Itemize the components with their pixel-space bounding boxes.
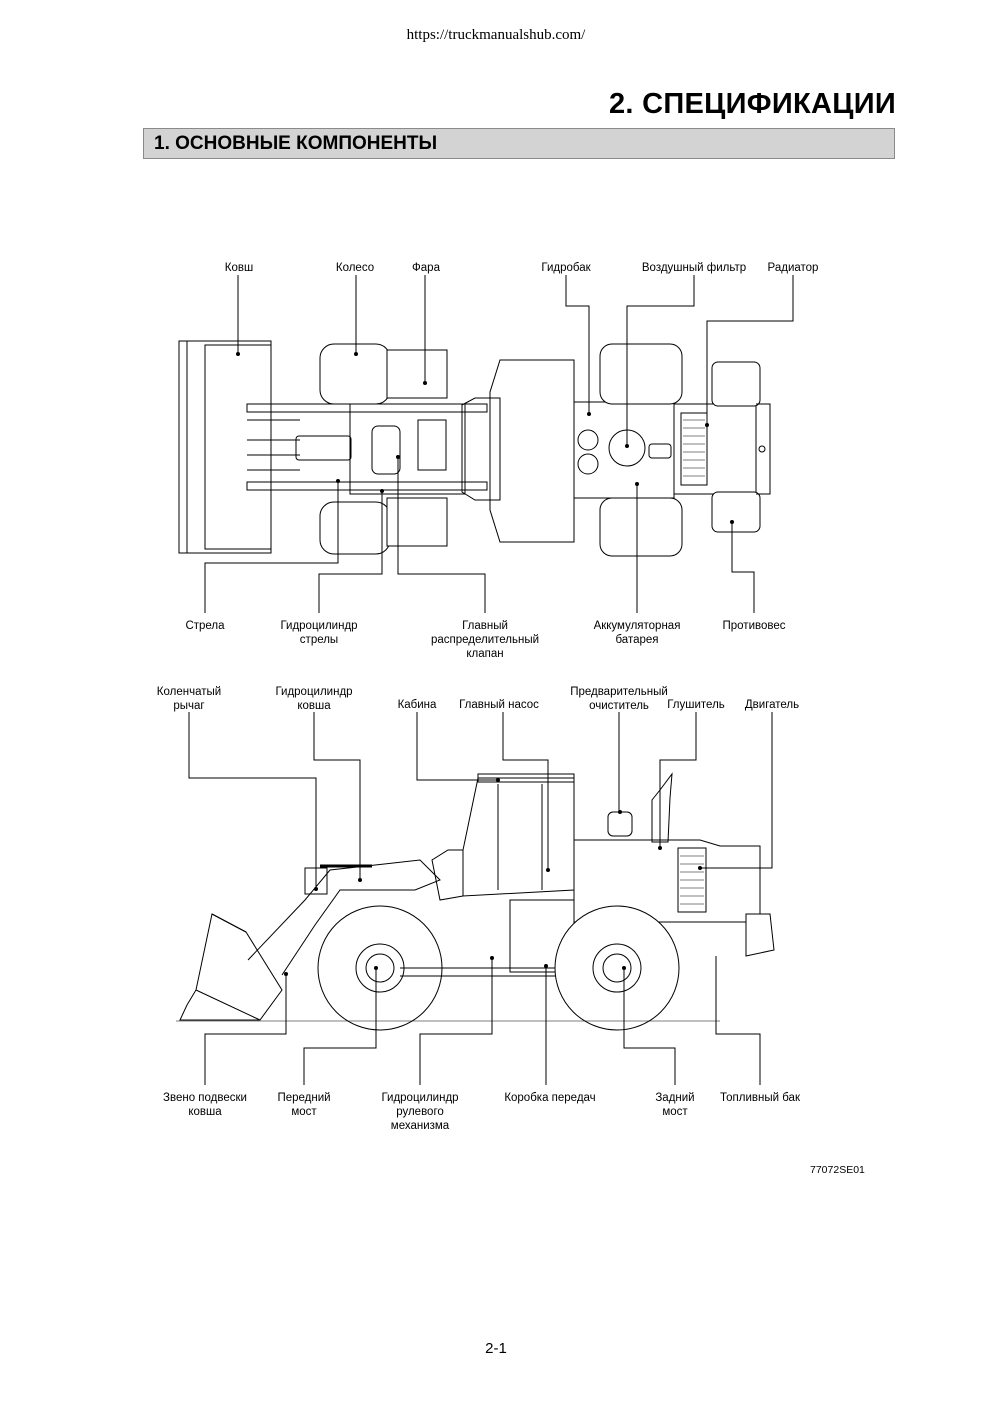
label-main-control-valve: Главный распределительный клапан [430,620,540,660]
label-hydraulic-tank: Гидробак [541,262,591,274]
label-wheel: Колесо [335,262,375,274]
label-rear-axle: Задний мост [655,1092,695,1118]
top-view-drawing [178,275,794,613]
label-bucket-link: Звено подвески ковша [163,1092,247,1118]
label-pre-cleaner: Предварительный очиститель [570,686,668,712]
label-battery: Аккумуляторная батарея [593,620,681,646]
label-bell-crank: Коленчатый рычаг [156,686,222,712]
figure-code: 77072SE01 [810,1164,865,1176]
label-air-filter: Воздушный фильтр [641,262,747,274]
label-main-pump: Главный насос [459,699,539,711]
source-url[interactable]: https://truckmanualshub.com/ [406,27,586,43]
label-counterweight: Противовес [722,620,786,632]
label-bucket-cylinder: Гидроцилиндр ковша [275,686,353,712]
label-bucket: Ковш [224,262,254,274]
label-engine: Двигатель [744,699,800,711]
label-boom-cylinder: Гидроцилиндр стрелы [280,620,358,646]
label-radiator: Радиатор [767,262,819,274]
label-front-axle: Передний мост [277,1092,331,1118]
section-title: 1. ОСНОВНЫЕ КОМПОНЕНТЫ [154,133,438,154]
page-number: 2-1 [485,1340,507,1357]
label-transmission: Коробка передач [504,1092,596,1104]
label-headlight: Фара [412,262,440,274]
label-muffler: Глушитель [667,699,725,711]
label-boom: Стрела [185,620,225,632]
label-cab: Кабина [397,699,437,711]
label-steering-cylinder: Гидроцилиндр рулевого механизма [381,1092,459,1132]
label-fuel-tank: Топливный бак [720,1092,800,1104]
side-view-drawing [176,712,775,1085]
section-header-bar: 1. ОСНОВНЫЕ КОМПОНЕНТЫ [143,128,895,159]
chapter-title: 2. СПЕЦИФИКАЦИИ [608,88,896,120]
